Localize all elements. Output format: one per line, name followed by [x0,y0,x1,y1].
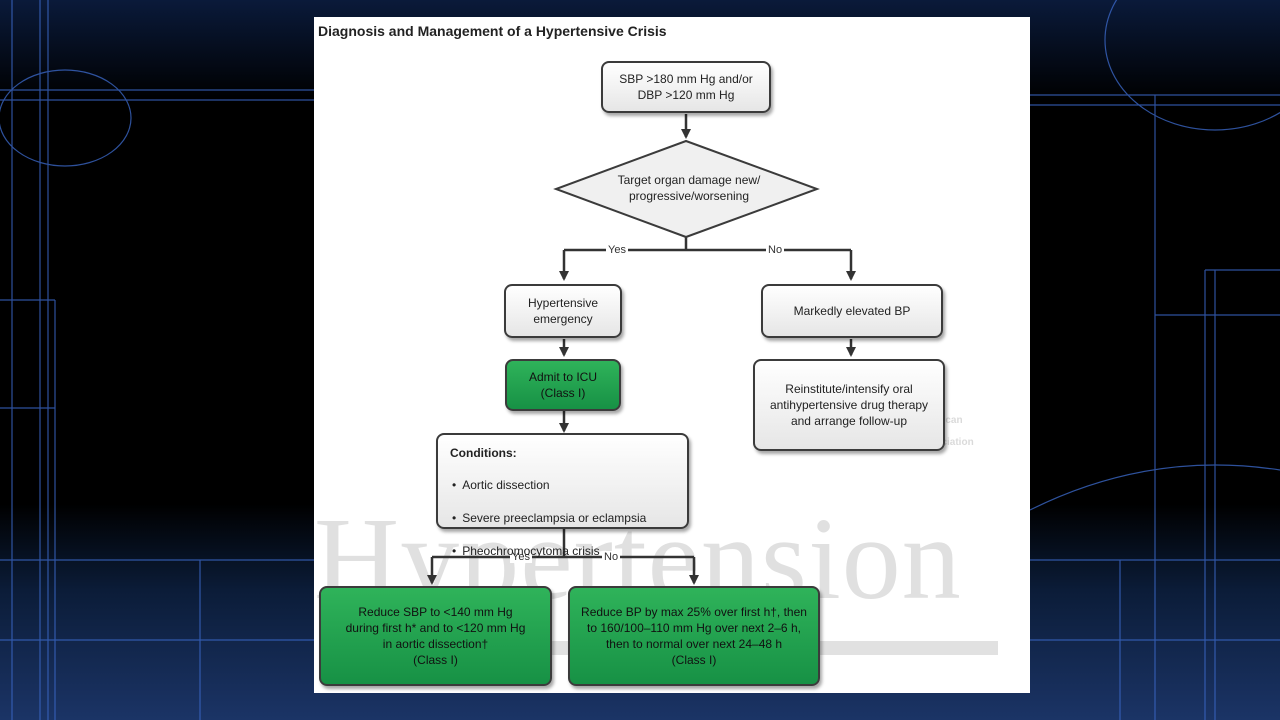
condition-item: Pheochromocytoma crisis [462,543,646,560]
condition-item: Severe preeclampsia or eclampsia [462,510,646,527]
reduce-sbp-box: Reduce SBP to <140 mm Hg during first h*… [319,586,552,686]
no-label: No [766,244,785,256]
conditions-box: Conditions: Aortic dissection Severe pre… [436,433,689,558]
reduce-bp-box: Reduce BP by max 25% over first h†, then… [568,586,820,686]
decision-text: Target organ damage new/ progressive/wor… [617,173,761,203]
start-criteria-box: SBP >180 mm Hg and/or DBP >120 mm Hg [601,61,771,113]
flowchart-title: Diagnosis and Management of a Hypertensi… [318,23,667,39]
markedly-elevated-box: Markedly elevated BP [761,284,943,338]
conditions-list: Aortic dissection Severe preeclampsia or… [450,461,646,576]
hypertensive-emergency-box: Hypertensive emergency [504,284,622,338]
admit-icu-box: Admit to ICU (Class I) [505,359,621,411]
flowchart-image: Hypertension ❤ American Heart Associatio… [314,17,1030,693]
decision-diamond [553,139,820,239]
condition-item: Aortic dissection [462,477,646,494]
conditions-heading: Conditions: [450,446,517,460]
reinstitute-oral-therapy-box: Reinstitute/intensify oral antihypertens… [753,359,945,451]
yes-label: Yes [606,244,628,256]
